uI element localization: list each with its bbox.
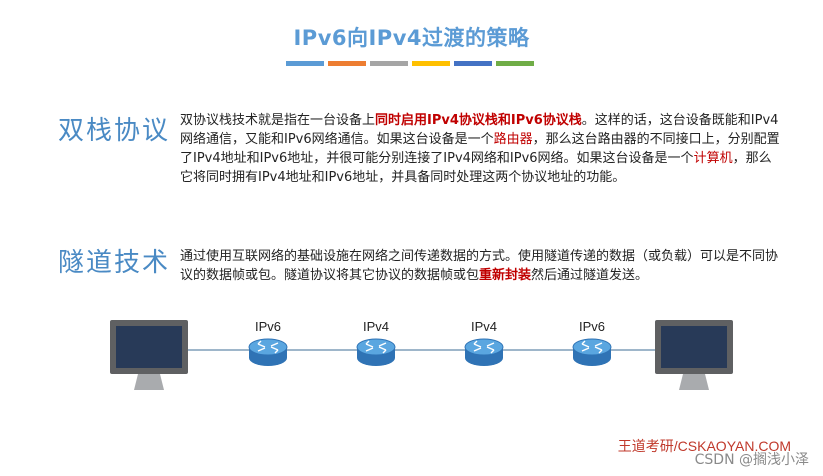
highlighted-text: 同时启用IPv4协议栈和IPv6协议栈	[375, 113, 582, 128]
router-label: IPv4	[471, 319, 497, 334]
router-icon	[464, 338, 504, 366]
router-label: IPv4	[363, 319, 389, 334]
router-label: IPv6	[255, 319, 281, 334]
csdn-watermark: CSDN @搁浅小泽	[694, 452, 809, 468]
title-color-bar	[328, 61, 366, 66]
router-icon	[248, 338, 288, 366]
title-color-bar	[454, 61, 492, 66]
right-computer-icon	[655, 320, 733, 390]
router-icon	[572, 338, 612, 366]
title-color-bars	[286, 61, 534, 66]
dual-stack-heading: 双栈协议	[58, 116, 171, 146]
body-text-segment: ，那么它将同时拥有IPv4地址和IPv6地址，并具备同时处理这两个协议地址的功能…	[180, 151, 772, 185]
body-text-segment: 。这样的话，这台设备既能和IPv4网络通信，又能和IPv6网络通信。如果这台设备…	[180, 113, 779, 147]
title-color-bar	[286, 61, 324, 66]
router-icon	[356, 338, 396, 366]
highlighted-text: 计算机	[693, 151, 733, 166]
body-text-segment: 双协议栈技术就是指在一台设备上	[180, 113, 376, 128]
tunneling-heading: 隧道技术	[58, 248, 171, 278]
title-color-bar	[370, 61, 408, 66]
title-color-bar	[412, 61, 450, 66]
brand-footer: 王道考研/CSKAOYAN.COM	[617, 438, 791, 454]
dual-stack-body: 双协议栈技术就是指在一台设备上同时启用IPv4协议栈和IPv6协议栈。这样的话，…	[180, 111, 780, 187]
body-text-segment: ，那么这台路由器的不同接口上，分别配置了IPv4地址和IPv6地址，并很可能分别…	[180, 132, 780, 166]
highlighted-text: 路由器	[493, 132, 533, 147]
highlighted-text: 重新封装	[479, 268, 532, 283]
body-text-segment: 通过使用互联网络的基础设施在网络之间传递数据的方式。使用隧道传递的数据（或负载）…	[180, 249, 779, 283]
title-color-bar	[496, 61, 534, 66]
page-title: IPv6向IPv4过渡的策略	[293, 26, 530, 50]
left-computer-icon	[110, 320, 188, 390]
body-text-segment: 然后通过隧道发送。	[531, 268, 649, 283]
tunnel-network-diagram: IPv6 IPv4 IPv4 IPv6	[110, 319, 733, 390]
tunneling-body: 通过使用互联网络的基础设施在网络之间传递数据的方式。使用隧道传递的数据（或负载）…	[180, 247, 780, 285]
router-label: IPv6	[579, 319, 605, 334]
